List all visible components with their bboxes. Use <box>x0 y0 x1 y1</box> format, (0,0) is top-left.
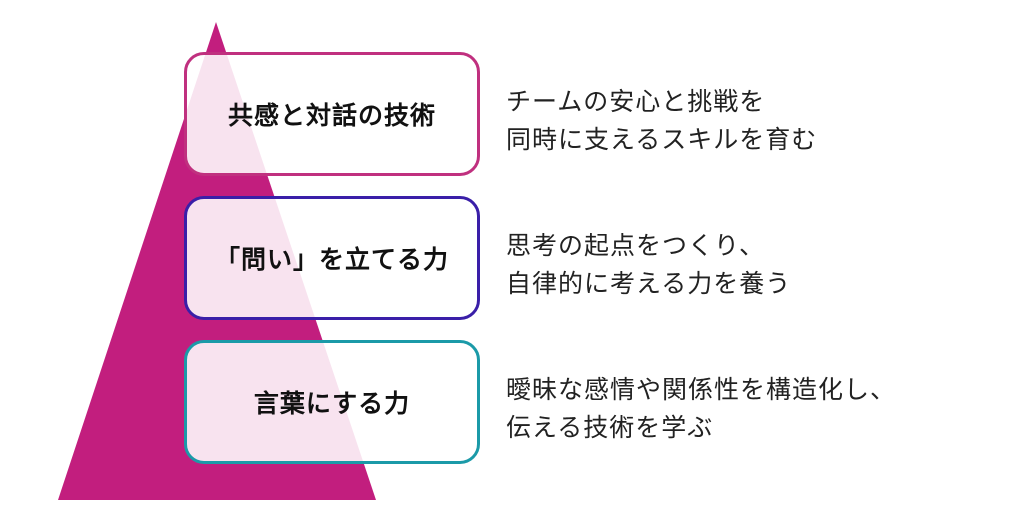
level-3-description-line-2: 伝える技術を学ぶ <box>506 413 714 442</box>
level-1-description-line-1: チームの安心と挑戦を <box>506 87 766 116</box>
level-2-description-line-2: 自律的に考える力を養う <box>506 269 792 298</box>
level-2-description-line-1: 思考の起点をつくり、 <box>506 231 766 260</box>
level-1-box: 共感と対話の技術 <box>184 52 480 176</box>
level-1-description: チームの安心と挑戦を 同時に支えるスキルを育む <box>506 83 1006 159</box>
level-2-description: 思考の起点をつくり、 自律的に考える力を養う <box>506 227 1006 303</box>
level-2-box: 「問い」を立てる力 <box>184 196 480 320</box>
level-3-box: 言葉にする力 <box>184 340 480 464</box>
level-1-label: 共感と対話の技術 <box>227 101 436 130</box>
level-3-description: 曖昧な感情や関係性を構造化し、 伝える技術を学ぶ <box>506 371 1006 447</box>
level-3-description-line-1: 曖昧な感情や関係性を構造化し、 <box>506 375 897 404</box>
level-3-label: 言葉にする力 <box>253 389 411 418</box>
level-1-description-line-2: 同時に支えるスキルを育む <box>506 125 818 154</box>
level-2-label: 「問い」を立てる力 <box>214 245 449 274</box>
